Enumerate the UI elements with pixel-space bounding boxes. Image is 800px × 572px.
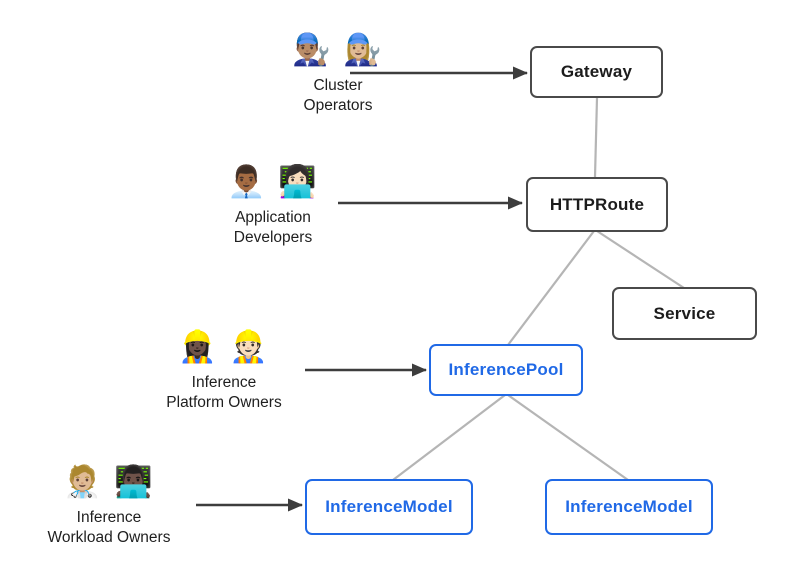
edge-gateway-httproute [593, 97, 599, 178]
edge-httproute-service [596, 230, 685, 289]
persona-cluster-operators: 👨🏽‍🔧 👩🏼‍🔧 Cluster Operators [258, 30, 418, 116]
node-httproute: HTTPRoute [526, 177, 668, 232]
inference-platform-owners-emoji: 👷🏿‍♀️ 👷🏻 [178, 329, 270, 364]
edge-httproute-inferencepool [507, 230, 595, 346]
node-service: Service [612, 287, 757, 340]
inference-workload-owners-label: Inference Workload Owners [47, 509, 171, 546]
application-developers-emoji: 👨🏾‍💼 👩🏻‍💻 [227, 164, 319, 199]
node-inferencemodel-2: InferenceModel [545, 479, 713, 535]
inference-platform-owners-label: Inference Platform Owners [166, 374, 282, 411]
node-inferencemodel-1-label: InferenceModel [325, 497, 453, 516]
edge-inferencepool-inferencemodel-1 [392, 394, 506, 481]
persona-inference-platform-owners: 👷🏿‍♀️ 👷🏻 Inference Platform Owners [134, 327, 314, 413]
node-inferencepool-label: InferencePool [448, 360, 564, 379]
persona-application-developers: 👨🏾‍💼 👩🏻‍💻 Application Developers [193, 162, 353, 248]
cluster-operators-label: Cluster Operators [303, 77, 373, 114]
node-inferencemodel-1: InferenceModel [305, 479, 473, 535]
persona-inference-workload-owners: 🧑🏼‍⚕️ 👨🏿‍💻 Inference Workload Owners [19, 462, 199, 548]
node-service-label: Service [653, 303, 716, 323]
edge-inferencepool-inferencemodel-2 [507, 394, 629, 481]
node-inferencepool: InferencePool [429, 344, 583, 396]
node-inferencemodel-2-label: InferenceModel [565, 497, 693, 516]
cluster-operators-emoji: 👨🏽‍🔧 👩🏼‍🔧 [292, 32, 384, 67]
inference-workload-owners-emoji: 🧑🏼‍⚕️ 👨🏿‍💻 [63, 464, 155, 499]
node-httproute-label: HTTPRoute [549, 194, 645, 214]
node-gateway-label: Gateway [560, 62, 633, 81]
application-developers-label: Application Developers [233, 209, 313, 246]
node-gateway: Gateway [530, 46, 663, 98]
